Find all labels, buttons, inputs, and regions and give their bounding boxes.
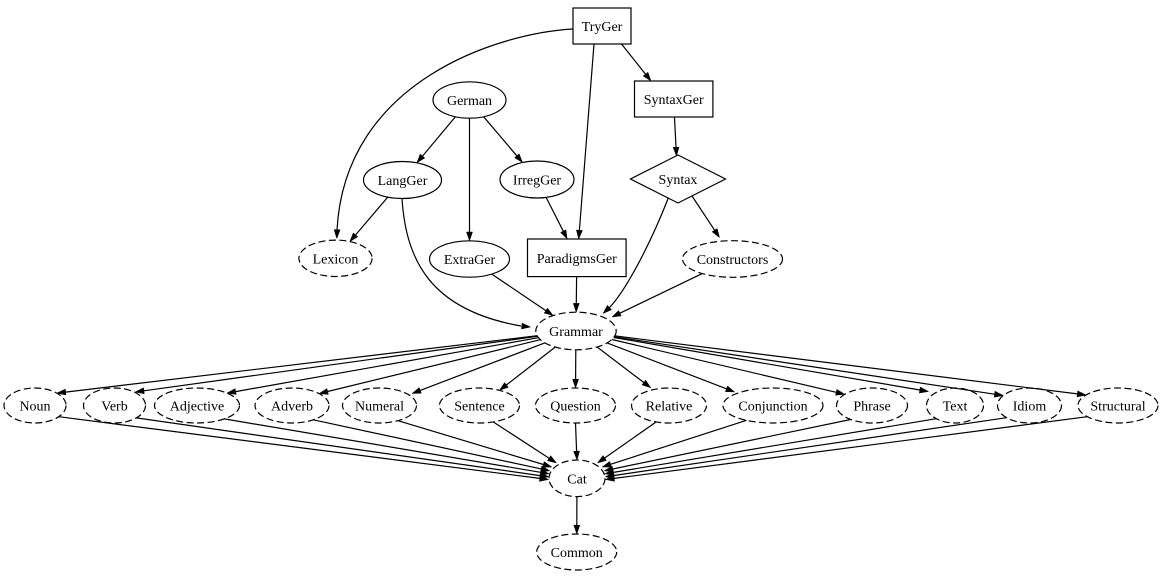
svg-text:Common: Common [551,546,603,561]
svg-text:Adverb: Adverb [271,400,313,415]
svg-text:Grammar: Grammar [549,325,603,340]
svg-text:LangGer: LangGer [378,174,428,189]
svg-text:German: German [447,94,492,109]
svg-text:Verb: Verb [101,400,127,415]
svg-text:Phrase: Phrase [853,400,890,415]
svg-text:Adjective: Adjective [170,400,224,415]
svg-text:Question: Question [550,400,601,415]
svg-text:Cat: Cat [567,473,587,488]
svg-text:Idiom: Idiom [1013,400,1047,415]
svg-text:Relative: Relative [646,400,693,415]
svg-text:Lexicon: Lexicon [313,253,359,268]
svg-text:Sentence: Sentence [454,400,505,415]
svg-text:ParadigmsGer: ParadigmsGer [537,252,617,267]
svg-text:SyntaxGer: SyntaxGer [644,93,704,108]
svg-text:TryGer: TryGer [582,20,623,35]
svg-text:Constructors: Constructors [697,253,769,268]
svg-text:ExtraGer: ExtraGer [444,253,496,268]
svg-text:Text: Text [943,400,968,415]
svg-text:Noun: Noun [19,400,50,415]
svg-text:Conjunction: Conjunction [738,400,807,415]
svg-text:Structural: Structural [1090,400,1145,415]
svg-text:Numeral: Numeral [355,400,404,415]
svg-text:IrregGer: IrregGer [513,174,562,189]
svg-text:Syntax: Syntax [659,173,698,188]
